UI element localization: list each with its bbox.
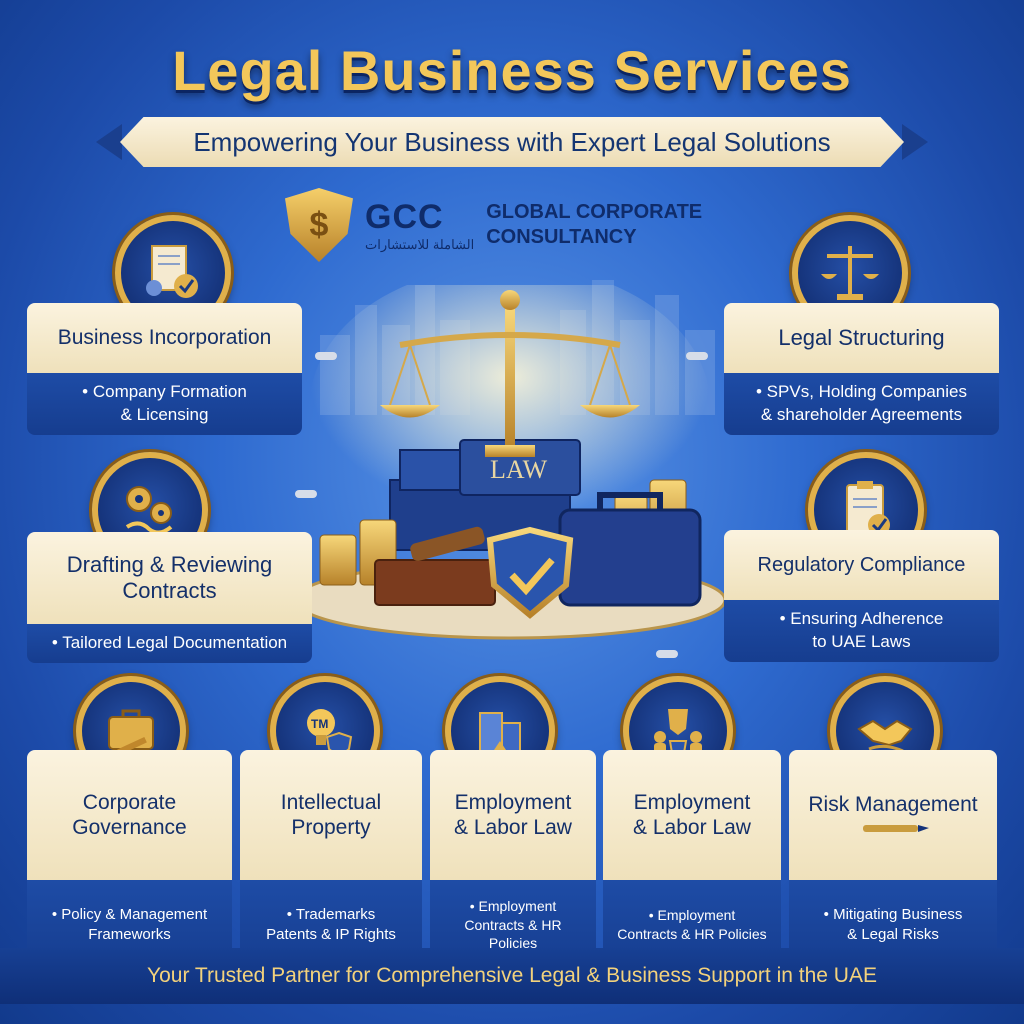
logo-abbr-block: GCC الشاملة للاستشارات (365, 198, 474, 253)
service-detail: • Tailored Legal Documentation (27, 624, 312, 663)
ribbon-right-tail (902, 124, 928, 160)
service-detail-line: • Company Formation (82, 382, 247, 401)
service-detail: • SPVs, Holding Companies & shareholder … (724, 373, 999, 435)
service-detail-line: • SPVs, Holding Companies (756, 382, 967, 401)
subtitle-ribbon: Empowering Your Business with Expert Leg… (120, 117, 904, 167)
service-title: Employment & Labor Law (603, 750, 781, 880)
service-card-employment-law-2[interactable]: Employment & Labor Law • Employment Cont… (603, 750, 781, 970)
service-detail: • Ensuring Adherence to UAE Laws (724, 600, 999, 662)
service-detail: • Company Formation & Licensing (27, 373, 302, 435)
service-title-line: Drafting & Reviewing (66, 551, 273, 577)
ribbon-left-tail (96, 124, 122, 160)
service-detail-line: & Licensing (120, 404, 209, 424)
pen-icon (863, 824, 929, 832)
service-title-line: & Labor Law (633, 816, 751, 839)
service-title: Drafting & Reviewing Contracts (27, 532, 312, 624)
logo-name-line1: GLOBAL CORPORATE (486, 201, 703, 223)
connector-pin (656, 650, 678, 658)
connector-pin (686, 352, 708, 360)
service-card-risk-management[interactable]: Risk Management • Mitigating Business & … (789, 750, 997, 970)
service-detail-line: • Ensuring Adherence (779, 609, 944, 628)
connector-pin (315, 352, 337, 360)
footer-band: Your Trusted Partner for Comprehensive L… (0, 948, 1024, 1004)
service-title-line: Intellectual (280, 790, 382, 814)
service-card-business-incorporation[interactable]: Business Incorporation • Company Formati… (27, 303, 302, 435)
service-title-line: & Labor Law (454, 816, 572, 839)
service-detail-line: & Legal Risks (847, 926, 939, 943)
service-title: Risk Management (789, 750, 997, 880)
connector-pin (295, 490, 317, 498)
footer-tagline: Your Trusted Partner for Comprehensive L… (147, 964, 877, 987)
service-detail-line: Contracts & HR Policies (464, 916, 562, 952)
service-card-corporate-governance[interactable]: Corporate Governance • Policy & Manageme… (27, 750, 232, 970)
tm-badge: TM (311, 717, 328, 731)
service-detail-line: • Tailored Legal Documentation (51, 633, 288, 652)
service-title: Intellectual Property (240, 750, 422, 880)
page-title: Legal Business Services (172, 39, 852, 102)
central-legal-scene: LAW (293, 285, 727, 640)
service-title: Employment & Labor Law (430, 750, 596, 880)
logo-arabic: الشاملة للاستشارات (365, 236, 475, 252)
service-title-line: Governance (72, 816, 187, 839)
law-book-label: LAW (490, 455, 548, 484)
service-detail-line: • Trademarks (286, 905, 376, 923)
service-title-line: Contracts (122, 578, 217, 603)
logo-name-line2: CONSULTANCY (486, 226, 637, 248)
service-card-legal-structuring[interactable]: Legal Structuring • SPVs, Holding Compan… (724, 303, 999, 435)
service-detail-line: to UAE Laws (812, 631, 911, 651)
service-title: Corporate Governance (27, 750, 232, 880)
service-detail-line: • Policy & Management (51, 905, 208, 923)
logo-abbr: GCC (365, 197, 444, 236)
service-title-line: Employment (633, 790, 751, 814)
service-detail-line: • Employment (648, 907, 736, 924)
service-detail-line: & shareholder Agreements (760, 404, 963, 424)
service-title-line: Employment (454, 790, 572, 814)
service-detail-line: Patents & IP Rights (266, 926, 396, 943)
gold-shield-icon: $ (285, 188, 353, 262)
service-title-line: Risk Management (808, 793, 978, 817)
service-card-drafting-contracts[interactable]: Drafting & Reviewing Contracts • Tailore… (27, 532, 312, 663)
service-detail-line: Contracts & HR Policies (617, 926, 767, 942)
service-title-line: Corporate (82, 790, 177, 814)
service-card-intellectual-property[interactable]: Intellectual Property • Trademarks Paten… (240, 750, 422, 970)
company-logo: $ GCC الشاملة للاستشارات GLOBAL CORPORAT… (285, 188, 702, 262)
service-title: Legal Structuring (724, 303, 999, 373)
service-detail-line: Frameworks (88, 926, 171, 943)
service-card-regulatory-compliance[interactable]: Regulatory Compliance • Ensuring Adheren… (724, 530, 999, 662)
service-title: Business Incorporation (27, 303, 302, 373)
service-title-line: Property (291, 816, 371, 839)
service-card-employment-law[interactable]: Employment & Labor Law • Employment Cont… (430, 750, 596, 970)
page-subtitle: Empowering Your Business with Expert Leg… (193, 126, 831, 157)
service-detail-line: • Employment (469, 897, 557, 914)
service-detail-line: • Mitigating Business (823, 905, 963, 923)
logo-name-block: GLOBAL CORPORATE CONSULTANCY (486, 200, 702, 250)
service-title: Regulatory Compliance (724, 530, 999, 600)
